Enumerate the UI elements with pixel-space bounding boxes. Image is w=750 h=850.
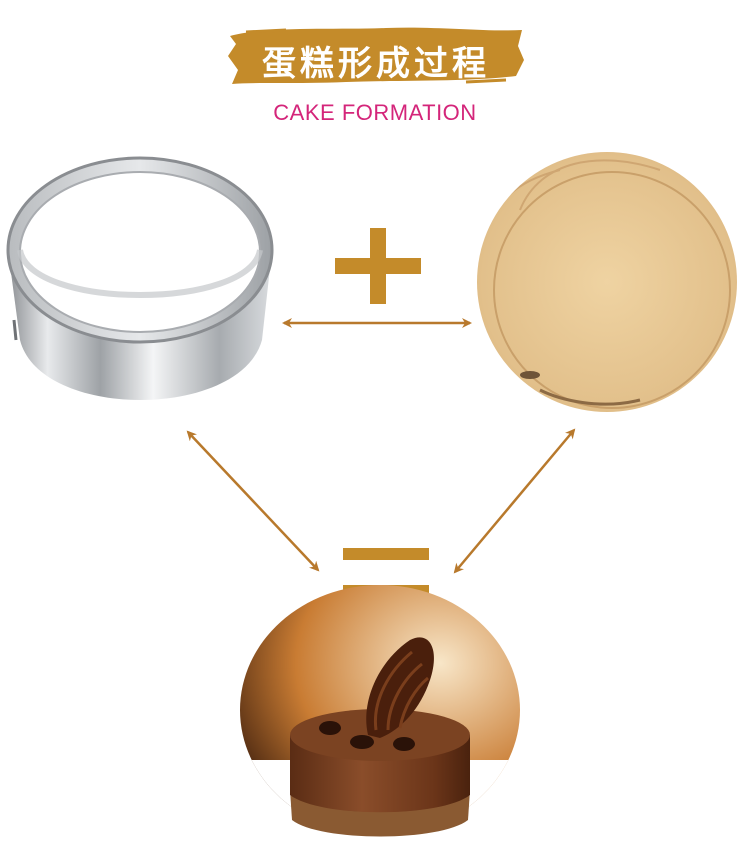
- chocolate-cake-image: [240, 585, 520, 837]
- steel-ring-image: [6, 156, 274, 400]
- arrow-dough-result: [453, 428, 576, 574]
- page-subtitle: CAKE FORMATION: [273, 100, 477, 125]
- arrow-ring-result: [186, 430, 320, 572]
- brush-stroke-background: [228, 27, 524, 85]
- plus-sign: [335, 228, 421, 304]
- page-title: 蛋糕形成过程: [262, 44, 490, 84]
- dough-image: [477, 152, 737, 412]
- title-banner: 蛋糕形成过程: [226, 22, 526, 92]
